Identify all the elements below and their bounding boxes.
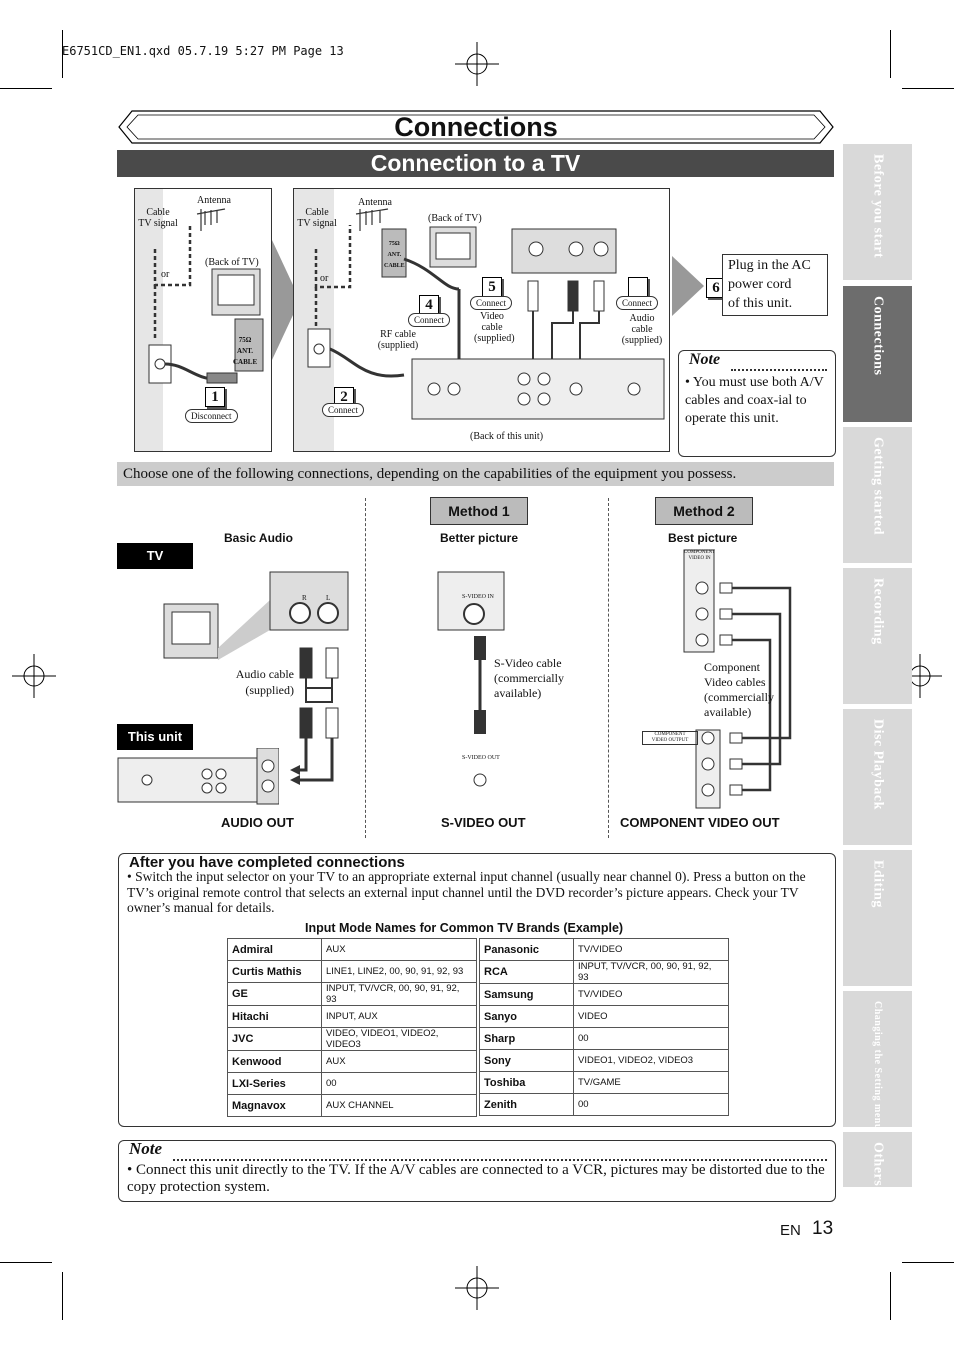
better-picture-label: Better picture <box>440 531 519 545</box>
page-number: 13 <box>812 1218 834 1239</box>
diagram-panel-2: Cable TV signal Antenna or (Back of TV) … <box>293 188 670 452</box>
file-header: E6751CD_EN1.qxd 05.7.19 5:27 PM Page 13 <box>62 44 344 58</box>
arrow-right-icon <box>672 256 704 316</box>
registration-mark-icon <box>12 654 56 698</box>
registration-mark-icon <box>455 1266 499 1310</box>
note-bottom-box: Note • Connect this unit directly to the… <box>118 1139 836 1202</box>
sidebar-tab-before-you-start[interactable]: Before you start <box>843 144 912 280</box>
sidebar-tab-editing[interactable]: Editing <box>843 850 912 986</box>
this-unit-label: This unit <box>117 724 193 750</box>
crop-mark <box>0 1262 52 1263</box>
language-label: EN <box>780 1222 801 1239</box>
basic-audio-label: Basic Audio <box>224 531 293 545</box>
crop-mark <box>62 30 63 78</box>
audio-cable-label: Audio cable (supplied) <box>235 667 294 697</box>
method-2-label: Method 2 <box>655 497 753 525</box>
component-cables-label: Component Video cables (commercially ava… <box>704 660 774 719</box>
svideo-connection-illustration <box>437 571 505 787</box>
diagram-panel-1: Cable TV signal Antenna or (Back of TV) … <box>134 188 272 452</box>
crop-mark <box>902 88 954 89</box>
after-text: • Switch the input selector on your TV t… <box>127 869 806 915</box>
sidebar-tab-others[interactable]: Others <box>843 1132 912 1187</box>
panel2-illustration <box>307 208 665 420</box>
divider <box>365 498 366 838</box>
tv-label: TV <box>117 543 193 569</box>
sidebar-tab-disc-playback[interactable]: Disc Playback <box>843 709 912 845</box>
note-heading: Note <box>689 351 721 368</box>
sidebar-tab-recording[interactable]: Recording <box>843 568 912 704</box>
note-top-box: Note • You must use both A/V cables and … <box>678 350 836 457</box>
note-heading: Note <box>129 1139 163 1158</box>
crop-mark <box>902 1262 954 1263</box>
crop-mark <box>890 30 891 78</box>
disconnect-label: Disconnect <box>185 409 238 423</box>
best-picture-label: Best picture <box>668 531 738 545</box>
choose-instruction: Choose one of the following connections,… <box>117 462 834 486</box>
step-1-marker: 1 <box>205 387 225 407</box>
sidebar-tab-setting-menu[interactable]: Changing the Setting menu <box>843 991 912 1130</box>
after-heading: After you have completed connections <box>129 854 405 871</box>
component-connection-illustration <box>683 549 792 809</box>
svideo-cable-label: S-Video cable (commercially available) <box>494 656 564 700</box>
page-title: Connections <box>394 112 558 142</box>
connect-label-2: Connect <box>322 403 364 417</box>
step-6-text: Plug in the AC power cord of this unit. <box>722 254 828 316</box>
after-connections-box: After you have completed connections • S… <box>118 853 836 1127</box>
step-3-marker: 4 <box>419 295 439 315</box>
title-banner <box>118 110 834 144</box>
crop-mark <box>890 1272 891 1320</box>
method-1-label: Method 1 <box>430 497 528 525</box>
crop-mark <box>62 1272 63 1320</box>
sidebar-tab-connections[interactable]: Connections <box>843 286 912 422</box>
arrow-right-icon <box>272 240 300 360</box>
connect-label-3: Connect <box>408 313 450 327</box>
svideo-out-label: S-VIDEO OUT <box>441 815 526 830</box>
component-video-out-label: COMPONENT VIDEO OUT <box>620 815 780 830</box>
registration-mark-icon <box>455 42 499 86</box>
table-title: Input Mode Names for Common TV Brands (E… <box>305 921 624 935</box>
divider <box>608 498 609 838</box>
sidebar-tab-getting-started[interactable]: Getting started <box>843 427 912 563</box>
panel1-illustration <box>148 208 264 384</box>
step-5-marker <box>628 277 648 297</box>
audio-out-label: AUDIO OUT <box>221 815 294 830</box>
connect-label-4: Connect <box>470 296 512 310</box>
note-top-text: • You must use both A/V cables and coax-… <box>685 375 824 426</box>
crop-mark <box>0 88 52 89</box>
connect-label-5: Connect <box>616 296 658 310</box>
step-4-marker: 5 <box>482 277 502 297</box>
audio-connection-illustration <box>163 571 349 785</box>
note-bottom-text: • Connect this unit directly to the TV. … <box>127 1162 825 1195</box>
unit-back-panel <box>117 748 279 805</box>
section-title: Connection to a TV <box>117 150 834 177</box>
